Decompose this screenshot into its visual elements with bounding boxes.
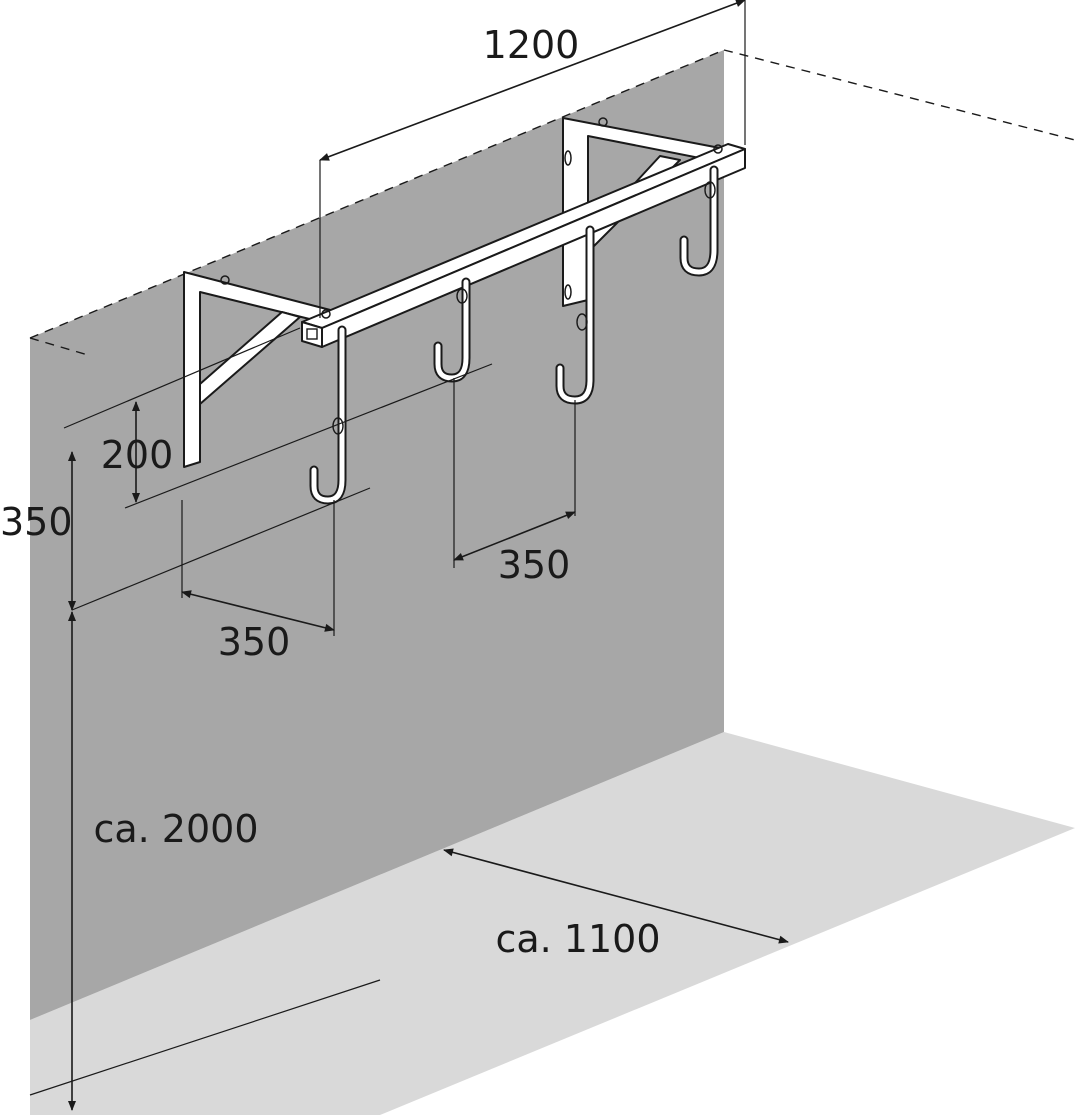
bike-hook-2 (433, 277, 471, 383)
dimension-label-hook-spacing: 350 (498, 543, 571, 587)
dimension-label-hook-drop: 200 (101, 433, 174, 477)
extension-line-hook-bottom (124, 363, 493, 509)
dimension-label-mount-height: ca. 2000 (93, 807, 258, 851)
ceiling-edge-right-dashed (723, 49, 1076, 141)
dimension-bracket-to-hook (181, 590, 335, 632)
extension-floor-front (29, 979, 381, 1096)
dimension-label-floor-depth: ca. 1100 (495, 917, 660, 961)
extension-line-hook-tip (71, 487, 371, 611)
dimension-label-rail-length: 1200 (483, 23, 580, 67)
dimension-hook-spacing (453, 511, 576, 561)
dimension-label-bracket-to-hook: 350 (218, 620, 291, 664)
hanging-rail (301, 143, 746, 348)
dimension-rail-length (319, 0, 746, 318)
dimension-label-hook-offset: 350 (0, 500, 73, 544)
bike-hook-4 (679, 165, 719, 277)
dimension-floor-depth (443, 848, 789, 944)
ceiling-edge-left-dashed (29, 337, 89, 356)
extension-line-hook-upper (63, 327, 301, 429)
